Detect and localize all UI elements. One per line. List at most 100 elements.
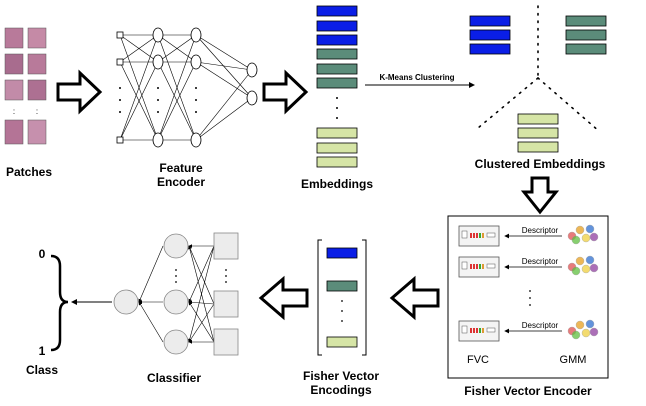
gmm-icon bbox=[567, 255, 599, 276]
encoder-hidden-node bbox=[152, 132, 164, 148]
classifier-ellipsis-dot bbox=[175, 281, 177, 283]
encoder-hidden-node bbox=[190, 54, 202, 70]
fisher-vector-encodings-label-1: Fisher Vector bbox=[303, 369, 379, 383]
class-brace bbox=[50, 254, 69, 352]
fisher-vector-encodings bbox=[317, 239, 367, 356]
classifier-connection bbox=[138, 245, 164, 303]
descriptor-label: Descriptor bbox=[522, 321, 559, 330]
fvc-label: FVC bbox=[467, 354, 489, 366]
cluster-blue bbox=[469, 15, 511, 55]
fisher-vector-encodings-label-2: Encodings bbox=[310, 383, 372, 397]
fve-ellipsis bbox=[529, 290, 531, 306]
fvc-slot bbox=[461, 230, 468, 239]
gmm-component bbox=[581, 328, 591, 338]
gmm-component bbox=[589, 327, 599, 337]
classifier-hidden-node bbox=[163, 289, 189, 315]
arrow-encoder-to-embeddings bbox=[262, 69, 309, 115]
gmm-component bbox=[585, 255, 595, 265]
feature-encoder-network bbox=[119, 34, 253, 141]
classifier-input-node bbox=[213, 290, 239, 318]
encoder-connection bbox=[195, 61, 253, 99]
classifier-connection bbox=[188, 245, 215, 305]
gmm-icon bbox=[567, 319, 599, 340]
fvc-panel bbox=[486, 263, 496, 269]
classifier-hidden-node bbox=[163, 233, 189, 259]
descriptor-label: Descriptor bbox=[522, 226, 559, 235]
encoder-hidden-node bbox=[152, 54, 164, 70]
encoder-ellipsis-dot bbox=[195, 111, 197, 113]
clustered-embeddings-label: Clustered Embeddings bbox=[475, 157, 606, 171]
fvc-indicator bbox=[476, 264, 478, 269]
classifier-connection bbox=[188, 301, 215, 343]
classifier-ellipsis-dot bbox=[225, 275, 227, 277]
fvc-panel bbox=[486, 327, 496, 333]
encoder-hidden-node bbox=[190, 27, 202, 43]
classifier-ellipsis-dot bbox=[175, 269, 177, 271]
embeddings-stack bbox=[316, 5, 358, 168]
classifier-ellipsis-dot bbox=[175, 275, 177, 277]
classifier-label: Classifier bbox=[147, 371, 201, 385]
cluster-teal bbox=[565, 15, 607, 55]
encoder-input-node bbox=[116, 136, 124, 144]
gmm-component bbox=[581, 233, 591, 243]
classifier-ellipsis-dot bbox=[225, 281, 227, 283]
arrow-patches-to-encoder bbox=[56, 69, 103, 115]
encoder-ellipsis-dot bbox=[157, 99, 159, 101]
fvc-indicator bbox=[470, 328, 472, 333]
patches-label: Patches bbox=[6, 165, 52, 179]
svg-text::: : bbox=[36, 107, 38, 116]
fvc-indicator bbox=[482, 328, 484, 333]
gmm-component bbox=[571, 266, 581, 276]
feature-encoder-nodes bbox=[116, 27, 258, 148]
encoder-connection bbox=[195, 34, 253, 99]
encoder-connection bbox=[195, 69, 253, 141]
svg-text::: : bbox=[13, 107, 15, 116]
class-0-label: 0 bbox=[39, 247, 46, 261]
gmm-label: GMM bbox=[560, 354, 587, 366]
fvc-indicator bbox=[482, 264, 484, 269]
classifier-connections bbox=[138, 244, 215, 344]
encoder-connection bbox=[157, 34, 197, 141]
classifier-connection bbox=[188, 303, 215, 343]
classifier-connection bbox=[138, 301, 164, 343]
fvc-slot bbox=[461, 325, 468, 334]
fvc-row: Descriptor bbox=[458, 255, 599, 278]
fvc-row: Descriptor bbox=[458, 224, 599, 247]
feature-encoder-label-1: Feature bbox=[159, 161, 203, 175]
encoder-ellipsis-dot bbox=[157, 111, 159, 113]
arrow-clustered-to-fve bbox=[520, 176, 560, 215]
encoder-ellipsis-dot bbox=[119, 99, 121, 101]
kmeans-label: K-Means Clustering bbox=[379, 73, 454, 82]
embeddings-label: Embeddings bbox=[301, 177, 373, 191]
encoder-hidden-node bbox=[152, 27, 164, 43]
fvc-panel bbox=[486, 232, 496, 238]
gmm-component bbox=[589, 263, 599, 273]
fvc-indicator bbox=[470, 233, 472, 238]
encoder-connection bbox=[119, 61, 159, 141]
classifier-connection bbox=[188, 245, 215, 343]
fvc-indicator bbox=[479, 328, 481, 333]
gmm-component bbox=[581, 264, 591, 274]
feature-encoder-label-2: Encoder bbox=[157, 175, 205, 189]
class-label: Class bbox=[26, 363, 58, 377]
classifier-ellipsis-dot bbox=[225, 269, 227, 271]
gmm-component bbox=[571, 235, 581, 245]
encoder-connection bbox=[195, 97, 253, 141]
fvc-indicator bbox=[473, 328, 475, 333]
encoder-connection bbox=[157, 61, 197, 141]
classifier-connection bbox=[188, 245, 215, 303]
cluster-dotted-lines bbox=[477, 5, 601, 133]
encoder-ellipsis-dot bbox=[119, 87, 121, 89]
gmm-component bbox=[575, 225, 585, 235]
embeddings-ellipsis bbox=[336, 97, 338, 119]
fvc-indicator bbox=[479, 264, 481, 269]
encoder-ellipsis-dot bbox=[119, 111, 121, 113]
encoder-hidden-node bbox=[190, 132, 202, 148]
classifier-connection bbox=[188, 300, 215, 305]
encoder-connection bbox=[195, 61, 253, 71]
fvc-indicator bbox=[473, 233, 475, 238]
gmm-component bbox=[575, 320, 585, 330]
fvc-slot bbox=[461, 261, 468, 270]
gmm-icon bbox=[567, 224, 599, 245]
